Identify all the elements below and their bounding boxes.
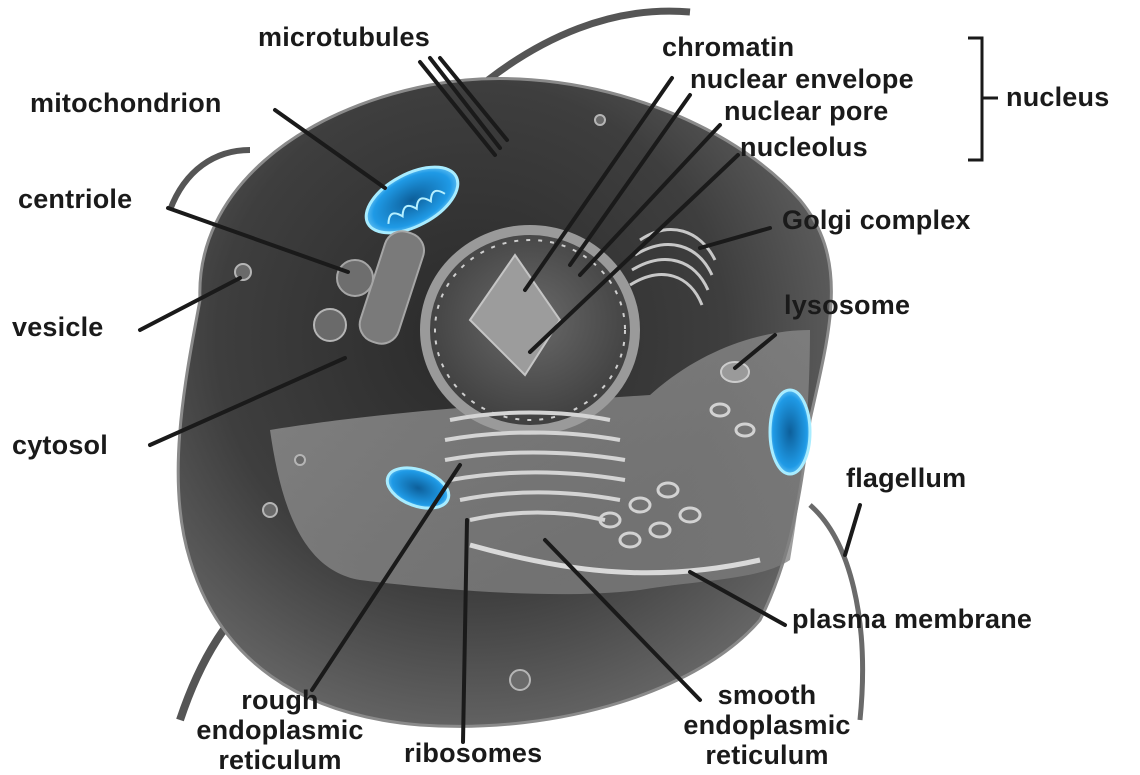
centriole-end — [337, 260, 373, 296]
leader-flagellum — [845, 505, 860, 555]
label-nuclear-pore: nuclear pore — [724, 98, 888, 125]
label-nucleus: nucleus — [1006, 84, 1109, 111]
label-nuclear-envelope: nuclear envelope — [690, 66, 914, 93]
label-centriole: centriole — [18, 186, 132, 213]
nucleus-bracket — [968, 38, 998, 160]
label-smooth-er-line2: endoplasmic — [672, 710, 862, 740]
label-nucleolus: nucleolus — [740, 134, 868, 161]
label-lysosome: lysosome — [784, 292, 910, 319]
lysosome-vesicle — [721, 362, 749, 382]
flagellum-top — [488, 11, 690, 80]
mitochondrion-right — [770, 390, 810, 474]
label-smooth-er-line1: smooth — [672, 680, 862, 710]
label-chromatin: chromatin — [662, 34, 794, 61]
label-plasma-membrane: plasma membrane — [792, 606, 1032, 633]
label-rough-er-line1: rough — [185, 685, 375, 715]
label-golgi-complex: Golgi complex — [782, 207, 971, 234]
label-ribosomes: ribosomes — [404, 740, 542, 767]
label-smooth-er: smooth endoplasmic reticulum — [672, 680, 862, 770]
label-rough-er-line2: endoplasmic — [185, 715, 375, 745]
label-rough-er: rough endoplasmic reticulum — [185, 685, 375, 775]
label-cytosol: cytosol — [12, 432, 108, 459]
label-mitochondrion: mitochondrion — [30, 90, 222, 117]
label-vesicle: vesicle — [12, 314, 103, 341]
label-rough-er-line3: reticulum — [185, 745, 375, 775]
label-microtubules: microtubules — [258, 24, 430, 51]
label-smooth-er-line3: reticulum — [672, 740, 862, 770]
label-flagellum: flagellum — [846, 465, 966, 492]
